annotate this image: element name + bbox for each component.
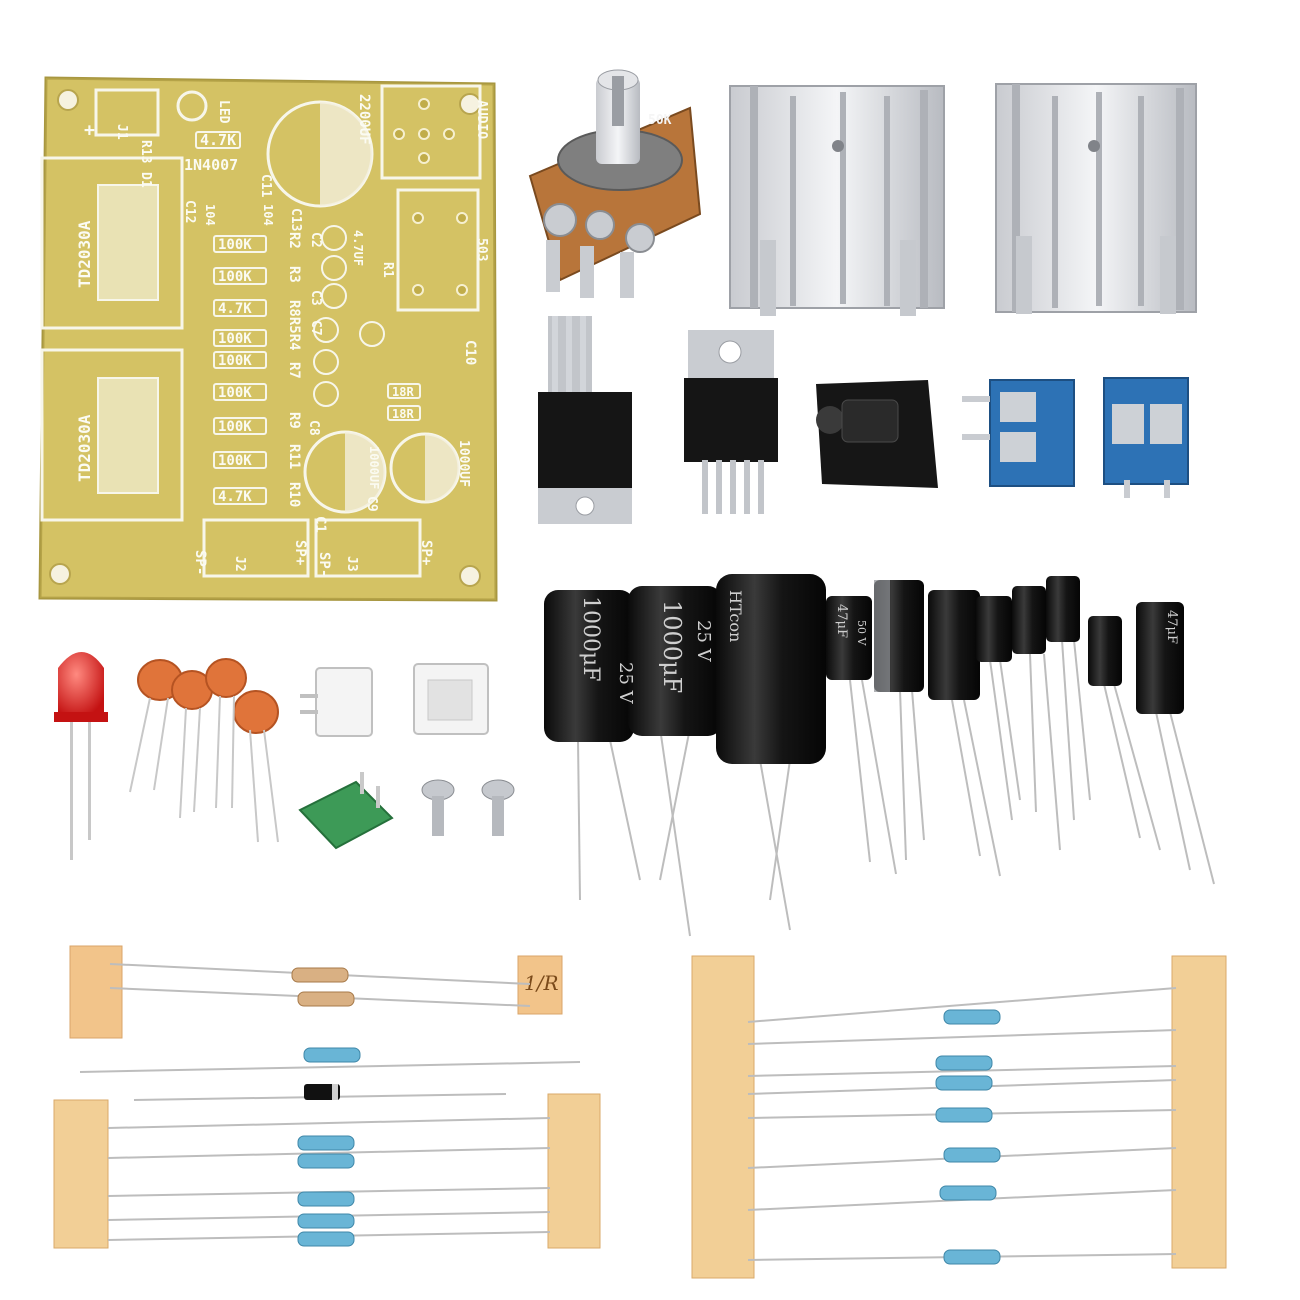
pcb-label-sp-minus-2: SP- — [316, 552, 332, 577]
audio-jack — [816, 380, 938, 488]
pcb-label-j3: J3 — [344, 556, 359, 572]
pcb-label-d1: D1 — [138, 172, 153, 188]
pcb-label-cap-1000-mid: 1000UF — [367, 446, 381, 489]
pcb-label-r13: R13 — [138, 140, 153, 163]
red-led — [54, 652, 108, 860]
pcb-label-pot-503: 503 — [474, 238, 489, 261]
pcb-label-chip-b: TD2030A — [75, 414, 94, 482]
pcb-label-cap-4u7: 4.7UF — [351, 230, 365, 266]
pcb-label-led: LED — [216, 100, 231, 124]
pcb-label-cap-2200: 2200UF — [356, 94, 372, 145]
cap-small-voltage: 50 V — [855, 620, 868, 646]
pcb-label-c9: C9 — [364, 496, 379, 512]
pcb-ref-designators: R2 R3 R8R5R4 R7 R9 R11 R10 R1 C1 C2 C3 C… — [286, 230, 478, 533]
pcb-label-r-100k-2: 100K — [218, 269, 252, 285]
pcb-label-cap-104-b: 104 — [261, 204, 275, 226]
heatsink-2 — [995, 83, 1197, 314]
screws — [421, 779, 515, 836]
pcb-label-r1: R1 — [380, 262, 395, 278]
pot-value: 50K — [648, 113, 672, 128]
pcb-label-r7: R7 — [286, 362, 302, 379]
pcb-label-c11: C11 — [258, 174, 273, 198]
pcb-label-r-100k-7: 100K — [218, 453, 252, 469]
pcb-label-r11: R11 — [286, 444, 302, 469]
pcb-label-r-100k-6: 100K — [218, 419, 252, 435]
pcb-label-c13: C13 — [288, 208, 303, 231]
cap-big1-voltage: 25 V — [615, 662, 636, 705]
pcb-label-r-18r-1: 18R — [392, 385, 414, 399]
pcb-label-cap-1000: 1000UF — [456, 440, 471, 487]
pcb-label-audio: AUDIO — [474, 100, 489, 139]
pcb-resistor-values: 100K 100K 4.7K 100K 100K 100K 100K 100K … — [218, 237, 414, 505]
pcb-label-plus-j1: + — [84, 120, 95, 141]
ceramic-capacitors — [129, 658, 279, 843]
pcb-label-c1: C1 — [312, 516, 328, 533]
pcb-label-r-4k7-mid: 4.7K — [218, 301, 252, 317]
pcb-speaker-labels: SP- J2 SP+ SP- J3 SP+ — [192, 540, 434, 577]
green-connector — [298, 772, 394, 850]
pcb-label-j1: J1 — [114, 124, 129, 140]
cap-big2-voltage: 25 V — [693, 620, 714, 663]
screw-terminal-1 — [962, 379, 1075, 487]
pcb-label-r-4k7-top: 4.7K — [200, 131, 236, 149]
pcb-label-r9: R9 — [286, 412, 302, 429]
resistor-strip-left — [53, 1093, 601, 1249]
amplifier-chip-2 — [684, 330, 778, 514]
pcb-label-chip-a: TD2030A — [75, 220, 94, 288]
pcb-label-sp-plus-2: SP+ — [418, 540, 434, 565]
heatsink-1 — [729, 85, 945, 316]
pcb-label-sp-plus-1: SP+ — [292, 540, 308, 565]
resistor-loose — [79, 1047, 581, 1073]
pcb-label-r10: R10 — [286, 482, 302, 507]
resistor-pair-taped: 1/R — [69, 945, 563, 1039]
cap-small2-value: 47μF — [1164, 610, 1179, 644]
pcb-label-c12: C12 — [182, 200, 197, 223]
cap-small-value: 47μF — [834, 604, 849, 638]
cap-big1-value: 1000μF — [578, 596, 603, 682]
pcb-label-r-100k-1: 100K — [218, 237, 252, 253]
amplifier-chip-1 — [538, 316, 632, 524]
cap-big2-value: 1000μF — [658, 600, 686, 693]
pcb-label-c7: C7 — [308, 320, 323, 336]
pcb-label-r-100k-4: 100K — [218, 353, 252, 369]
pcb-label-r-4k7-bottom: 4.7K — [218, 489, 252, 505]
pcb-label-r3: R3 — [286, 266, 302, 283]
diode — [133, 1084, 507, 1101]
pcb-resistor-footprints — [195, 131, 421, 505]
resistor-strip-right — [691, 955, 1227, 1279]
pcb-label-c2: C2 — [308, 232, 323, 248]
screw-terminal-2 — [1103, 377, 1189, 498]
pcb-label-j2: J2 — [232, 556, 247, 572]
pcb-label-diode: 1N4007 — [184, 156, 238, 174]
white-connector-2 — [413, 663, 489, 735]
electrolytic-capacitors: 1000μF 25 V 1000μF 25 V HTcon 47μF 50 V … — [544, 574, 1215, 937]
pcb-label-cap-104-a: 104 — [203, 204, 217, 226]
pcb-label-c8: C8 — [306, 420, 321, 436]
pcb-label-c10: C10 — [462, 340, 478, 365]
pcb-label-r-mid-group: R8R5R4 — [286, 300, 302, 351]
pcb-label-r2: R2 — [286, 232, 302, 249]
potentiometer: 50K — [528, 69, 702, 298]
pcb-label-c3: C3 — [308, 290, 323, 306]
pcb-label-sp-minus-1: SP- — [192, 550, 208, 575]
pcb-label-r-18r-2: 18R — [392, 407, 414, 421]
pcb-board: 4.7K 1N4007 LED J1 + R13 D1 C11 C12 C13 … — [38, 76, 498, 602]
cap-brand: HTcon — [726, 590, 745, 642]
pcb-label-r-100k-3: 100K — [218, 331, 252, 347]
white-connector-1 — [300, 667, 373, 737]
pcb-label-r-100k-5: 100K — [218, 385, 252, 401]
